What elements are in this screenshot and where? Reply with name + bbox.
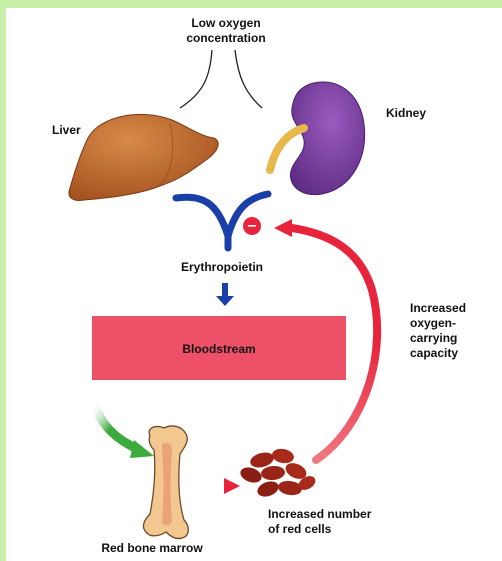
liver-organ (69, 114, 218, 200)
low-oxygen-label-line1: Low oxygen (191, 16, 260, 30)
oxygen-signal-line-right (235, 50, 262, 108)
green-arrow-to-marrow (94, 402, 140, 450)
bone-marrow-core (162, 443, 172, 525)
liver-label: Liver (52, 123, 81, 137)
bloodstream-label: Bloodstream (182, 342, 255, 356)
red-cells-label-line1: Increased number (268, 507, 372, 521)
erythropoietin-label: Erythropoietin (181, 260, 263, 274)
kidney-label: Kidney (386, 106, 426, 120)
down-arrow-head (216, 296, 234, 306)
feedback-arc-head (274, 219, 292, 237)
capacity-label-line4: capacity (410, 346, 458, 360)
red-bone-marrow-label: Red bone marrow (101, 541, 203, 555)
down-arrow-shaft (222, 283, 228, 297)
red-cell (260, 465, 285, 481)
red-cells-label-line2: of red cells (268, 522, 332, 536)
minus-sign: − (247, 219, 258, 234)
capacity-label-line2: oxygen- (410, 316, 456, 330)
red-cells-cluster (238, 447, 318, 499)
red-cell (271, 447, 295, 465)
oxygen-signal-line-left (180, 50, 212, 108)
red-cell (255, 479, 280, 500)
red-cell (277, 479, 303, 496)
low-oxygen-label-line2: concentration (186, 31, 265, 45)
marrow-to-cells-arrow-head (224, 478, 240, 494)
kidney-organ (290, 82, 364, 195)
red-cell (238, 465, 263, 486)
capacity-label-line1: Increased (410, 301, 466, 315)
capacity-label-line3: carrying (410, 331, 457, 345)
